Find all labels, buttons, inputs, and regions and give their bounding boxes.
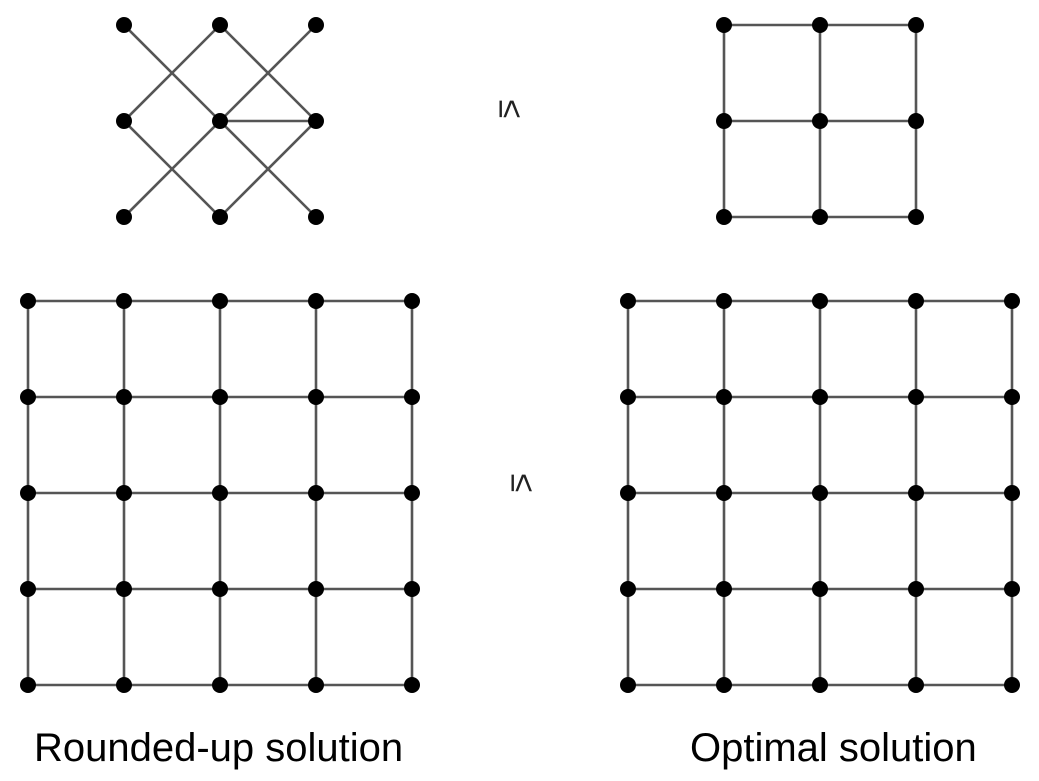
small-rounded-node [116,209,132,225]
large-rounded-node [404,389,420,405]
large-rounded-node [212,485,228,501]
large-optimal-node [1004,677,1020,693]
small-rounded-node [308,113,324,129]
large-rounded-node [212,389,228,405]
large-optimal-node [620,677,636,693]
large-rounded-node [404,677,420,693]
relation-symbol-top: ≤ [491,99,530,119]
large-rounded-node [404,293,420,309]
large-optimal-node [1004,581,1020,597]
large-optimal-node [1004,389,1020,405]
large-optimal-node [1004,293,1020,309]
small-rounded-node [212,113,228,129]
large-optimal-node [812,293,828,309]
large-rounded-graph [20,293,420,693]
large-optimal-node [620,293,636,309]
small-rounded-graph [116,17,324,225]
caption-optimal: Optimal solution [690,726,977,770]
large-rounded-node [116,293,132,309]
large-rounded-node [308,485,324,501]
large-rounded-node [116,485,132,501]
large-rounded-node [212,677,228,693]
large-rounded-node [116,677,132,693]
small-optimal-node [812,17,828,33]
large-optimal-node [908,293,924,309]
large-optimal-node [716,677,732,693]
large-rounded-node [20,581,36,597]
small-optimal-node [812,113,828,129]
small-rounded-node [116,113,132,129]
small-rounded-edge [122,23,222,123]
large-rounded-node [116,581,132,597]
large-optimal-node [812,581,828,597]
large-rounded-node [20,677,36,693]
small-optimal-node [908,17,924,33]
large-rounded-node [404,581,420,597]
large-optimal-node [620,581,636,597]
large-optimal-node [812,389,828,405]
large-optimal-node [908,581,924,597]
large-rounded-node [20,293,36,309]
large-optimal-node [908,485,924,501]
relation-symbol-bottom: ≤ [503,473,542,493]
large-optimal-node [620,485,636,501]
small-rounded-node [212,209,228,225]
large-rounded-node [116,389,132,405]
small-optimal-node [716,209,732,225]
large-rounded-node [212,581,228,597]
small-optimal-node [716,17,732,33]
small-optimal-node [908,209,924,225]
small-rounded-edge [218,23,318,123]
small-rounded-edge [218,119,318,219]
large-rounded-node [308,293,324,309]
large-optimal-node [812,677,828,693]
large-optimal-node [716,389,732,405]
small-optimal-graph [716,17,924,225]
small-rounded-edge [122,119,222,219]
large-rounded-node [20,485,36,501]
large-rounded-node [308,581,324,597]
large-optimal-node [716,293,732,309]
large-rounded-node [404,485,420,501]
small-optimal-node [812,209,828,225]
large-optimal-node [620,389,636,405]
small-optimal-node [716,113,732,129]
large-optimal-node [908,677,924,693]
small-rounded-node [212,17,228,33]
large-optimal-graph [620,293,1020,693]
large-rounded-node [212,293,228,309]
caption-rounded-up: Rounded-up solution [34,726,404,770]
large-rounded-node [20,389,36,405]
large-optimal-node [716,485,732,501]
small-optimal-node [908,113,924,129]
large-optimal-node [716,581,732,597]
small-rounded-node [116,17,132,33]
large-optimal-node [1004,485,1020,501]
large-rounded-node [308,677,324,693]
small-rounded-node [308,17,324,33]
large-optimal-node [908,389,924,405]
small-rounded-node [308,209,324,225]
large-optimal-node [812,485,828,501]
large-rounded-node [308,389,324,405]
